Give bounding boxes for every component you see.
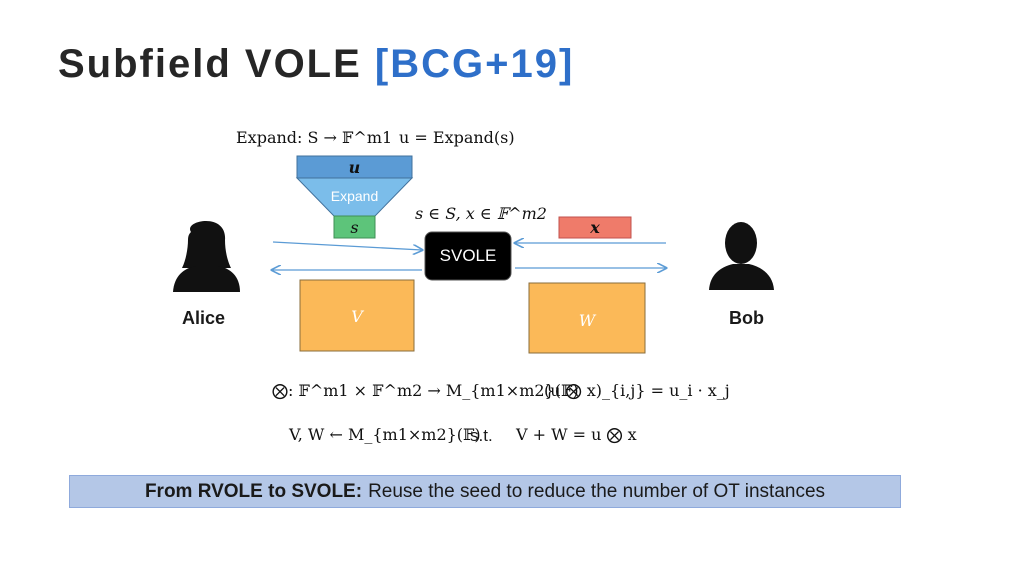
svole-inputs: s ∈ S, x ∈ 𝔽^m2 [415,204,547,223]
page-title: Subfield VOLE [BCG+19] [58,42,574,87]
alice-label: Alice [182,308,226,328]
bob-input-box [558,216,632,239]
sampling-formula: V, W ← M_{m1×m2}(𝔽) [289,425,481,444]
funnel-top-label: u [348,157,361,177]
summary-note-text: Reuse the seed to reduce the number of O… [368,480,826,502]
such-that-text: s.t. [470,426,493,445]
alice-output-box [299,279,415,352]
summary-note-bold: From RVOLE to SVOLE: [144,480,363,502]
alice-to-svole-arrow [272,241,422,250]
summary-note: From RVOLE to SVOLE: Reuse the seed to r… [69,475,901,508]
svole-box [424,231,512,281]
funnel-expand-label: Expand [330,188,379,204]
expand-result: u = Expand(s) [399,128,515,147]
alice-person-icon [173,221,240,292]
seed-label: s [350,217,359,237]
expand-result-text: u = Expand(s) [399,128,515,147]
bob-output-box [528,282,646,354]
relation-formula: V + W = u ⨂ x [516,425,637,444]
tensor-formula: ⨂: 𝔽^m1 × 𝔽^m2 → M_{m1×m2}(𝔽) [272,381,579,400]
tensor-definition: (u ⨂ x)_{i,j} = u_i · x_j [544,381,730,400]
seed-box [333,215,376,239]
title-citation: [BCG+19] [374,42,575,86]
alice-output-label: V [351,306,363,326]
expand-definition: Expand: S → 𝔽^m1 [236,128,392,147]
title-main: Subfield VOLE [58,42,362,86]
bob-output-label: W [578,310,596,330]
bob-input-label: x [590,218,600,237]
bob-label: Bob [729,308,764,328]
bob-person-icon [709,222,774,290]
svole-label: SVOLE [439,246,497,265]
expand-definition-text: Expand: S → 𝔽^m1 [236,128,393,147]
